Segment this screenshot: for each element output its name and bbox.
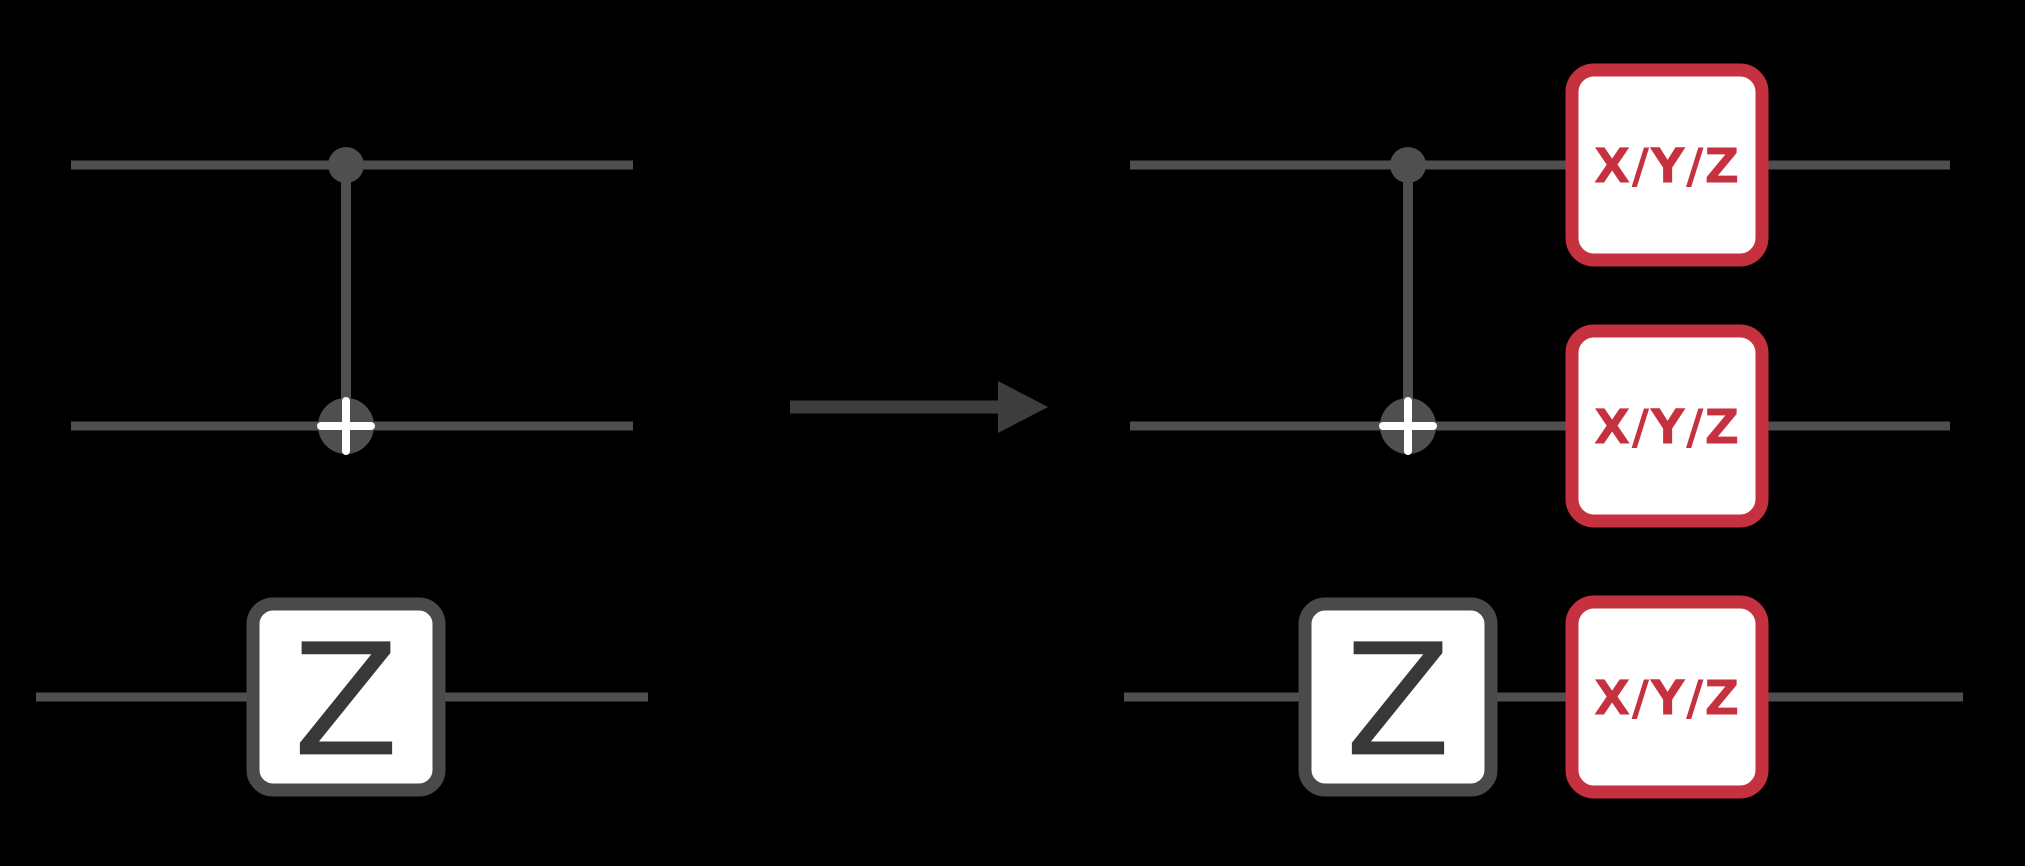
left-cnot-gate [317, 147, 375, 455]
noise-gate-q0: X/Y/Z [1565, 63, 1769, 267]
noise-gate-q2-label: X/Y/Z [1594, 670, 1741, 726]
right-cnot-gate [1379, 147, 1437, 455]
cnot-control-dot-icon [328, 147, 364, 183]
left-circuit: Z [36, 147, 648, 797]
noise-gate-q1: X/Y/Z [1565, 324, 1769, 528]
noise-gate-q0-label: X/Y/Z [1594, 138, 1741, 194]
right-z-gate: Z [1298, 597, 1498, 797]
transform-arrow-icon [790, 381, 1048, 433]
noise-gate-q2-box [1565, 595, 1769, 799]
noise-gate-q1-label: X/Y/Z [1594, 399, 1741, 455]
arrow-head [998, 381, 1048, 433]
noise-gate-q2: X/Y/Z [1565, 595, 1769, 799]
left-z-gate: Z [246, 597, 446, 797]
left-z-gate-label: Z [293, 610, 399, 791]
noise-gate-q1-box [1565, 324, 1769, 528]
left-z-gate-box [246, 597, 446, 797]
right-z-gate-box [1298, 597, 1498, 797]
cnot-target-icon [1379, 397, 1437, 455]
cnot-target-icon [317, 397, 375, 455]
right-z-gate-label: Z [1345, 610, 1451, 791]
cnot-control-dot-icon [1390, 147, 1426, 183]
right-circuit: X/Y/Z X/Y/Z Z X/Y/Z [1124, 63, 1963, 799]
noise-gate-q0-box [1565, 63, 1769, 267]
